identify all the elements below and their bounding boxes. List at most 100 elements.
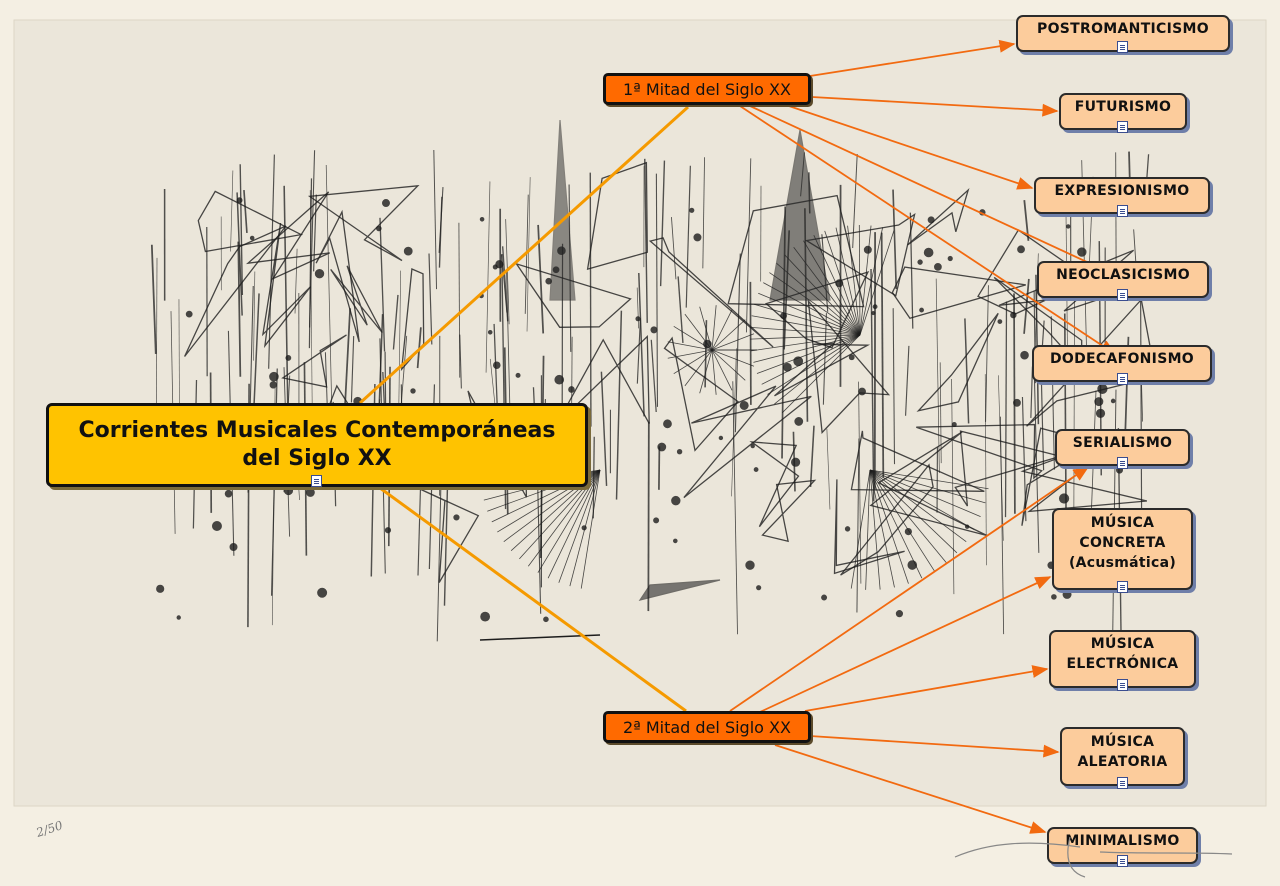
etching-stroke [850,469,871,589]
link-first-half-topic [739,105,1117,355]
note-icon[interactable] [311,475,322,487]
topic-dodecafonismo[interactable]: DODECAFONISMO [1032,345,1212,382]
root-topic-line-2: del Siglo XX [242,446,392,471]
etching-stroke [239,164,244,296]
etching-stroke [917,259,923,265]
etching-stroke [268,154,275,369]
note-icon[interactable] [1117,373,1128,385]
etching-stroke [673,349,713,375]
note-icon[interactable] [1117,289,1128,301]
branch-second-half-label: 2ª Mitad del Siglo XX [623,717,791,737]
etching-stroke [753,467,759,472]
link-root-first-half [358,105,690,405]
etching-stroke [870,268,875,502]
etching-stroke [869,469,935,572]
topic-musica-concreta[interactable]: MÚSICA CONCRETA (Acusmática) [1052,508,1193,590]
etching-stroke [325,165,333,412]
etching-stroke [489,358,496,404]
etching-stroke [869,469,989,490]
etching-stroke [592,436,595,519]
etching-stroke [313,194,317,272]
etching-stroke [403,246,413,256]
note-icon[interactable] [1117,581,1128,593]
etching-stroke [185,310,193,318]
etching-stroke [492,264,498,270]
etching-stroke [663,336,739,452]
etching-stroke [934,262,942,271]
etching-stroke [871,310,876,316]
etching-stroke [869,469,895,588]
etching-stroke [997,319,1003,325]
etching-stroke [844,526,851,532]
etching-stroke [869,469,923,579]
etching-stroke [543,616,549,623]
branch-first-half[interactable]: 1ª Mitad del Siglo XX [603,73,811,105]
etching-stroke [847,225,861,336]
etching-stroke [835,227,861,336]
etching-stroke [243,190,248,233]
etching-stroke [939,362,942,464]
etching-stroke [485,181,491,373]
etching-stroke [809,425,815,488]
link-first-half-topic [811,96,1059,117]
etching-stroke [317,587,328,598]
note-icon[interactable] [1117,457,1128,469]
note-icon[interactable] [1117,205,1128,217]
etching-stroke [869,469,909,584]
etching-stroke [856,438,860,613]
etching-stroke [1077,247,1087,257]
etching-stroke [381,199,390,208]
etching-stroke [907,187,970,246]
topic-label-line-1: MÚSICA [1090,636,1155,652]
note-icon[interactable] [1117,679,1128,691]
etching-stroke [379,217,386,352]
etching-stroke [754,303,861,336]
etching-stroke [711,309,733,351]
etching-stroke [761,334,861,385]
etching-stroke [683,385,812,499]
etching-stroke [1058,493,1070,504]
etching-stroke [848,354,855,361]
note-icon[interactable] [1117,121,1128,133]
etching-stroke [350,336,355,403]
etching-stroke [869,469,958,554]
etching-stroke [667,349,713,359]
etching-stroke [751,334,861,352]
etching-stroke [750,443,755,449]
etching-stroke [1139,286,1143,519]
etching-stroke [314,269,325,279]
etching-stroke [384,527,392,534]
etching-stroke [224,489,233,498]
etching-stroke [1010,311,1017,319]
etching-stroke [150,244,157,354]
etching-stroke [732,381,738,635]
etching-stroke [261,222,312,349]
etching-stroke [283,185,289,412]
etching-stroke [1026,298,1157,427]
etching-stroke [859,225,872,336]
etching-stroke [236,197,243,204]
etching-stroke [865,469,871,590]
note-icon[interactable] [1117,41,1128,53]
etching-stroke [863,245,872,254]
etching-stroke [919,307,924,313]
etching-stroke [307,184,420,262]
etching-stroke [650,326,658,334]
topic-postromanticismo[interactable]: POSTROMANTICISMO [1016,15,1230,52]
etching-stroke [739,400,749,410]
note-icon[interactable] [1117,855,1128,867]
root-topic[interactable]: Corrientes Musicales Contemporáneas del … [46,403,588,487]
topic-label: DODECAFONISMO [1049,350,1195,367]
topic-label-line-2: CONCRETA [1079,535,1166,551]
note-icon[interactable] [1117,777,1128,789]
etching-stroke [453,514,460,521]
etching-stroke [418,487,480,583]
etching-stroke [306,488,315,497]
etching-stroke [410,388,416,394]
etching-stroke [269,371,279,382]
etching-stroke [549,119,576,301]
topic-musica-aleatoria[interactable]: MÚSICA ALEATORIA [1060,727,1185,786]
etching-stroke [684,313,713,351]
branch-second-half[interactable]: 2ª Mitad del Siglo XX [603,711,811,743]
etching-stroke [954,430,1063,507]
